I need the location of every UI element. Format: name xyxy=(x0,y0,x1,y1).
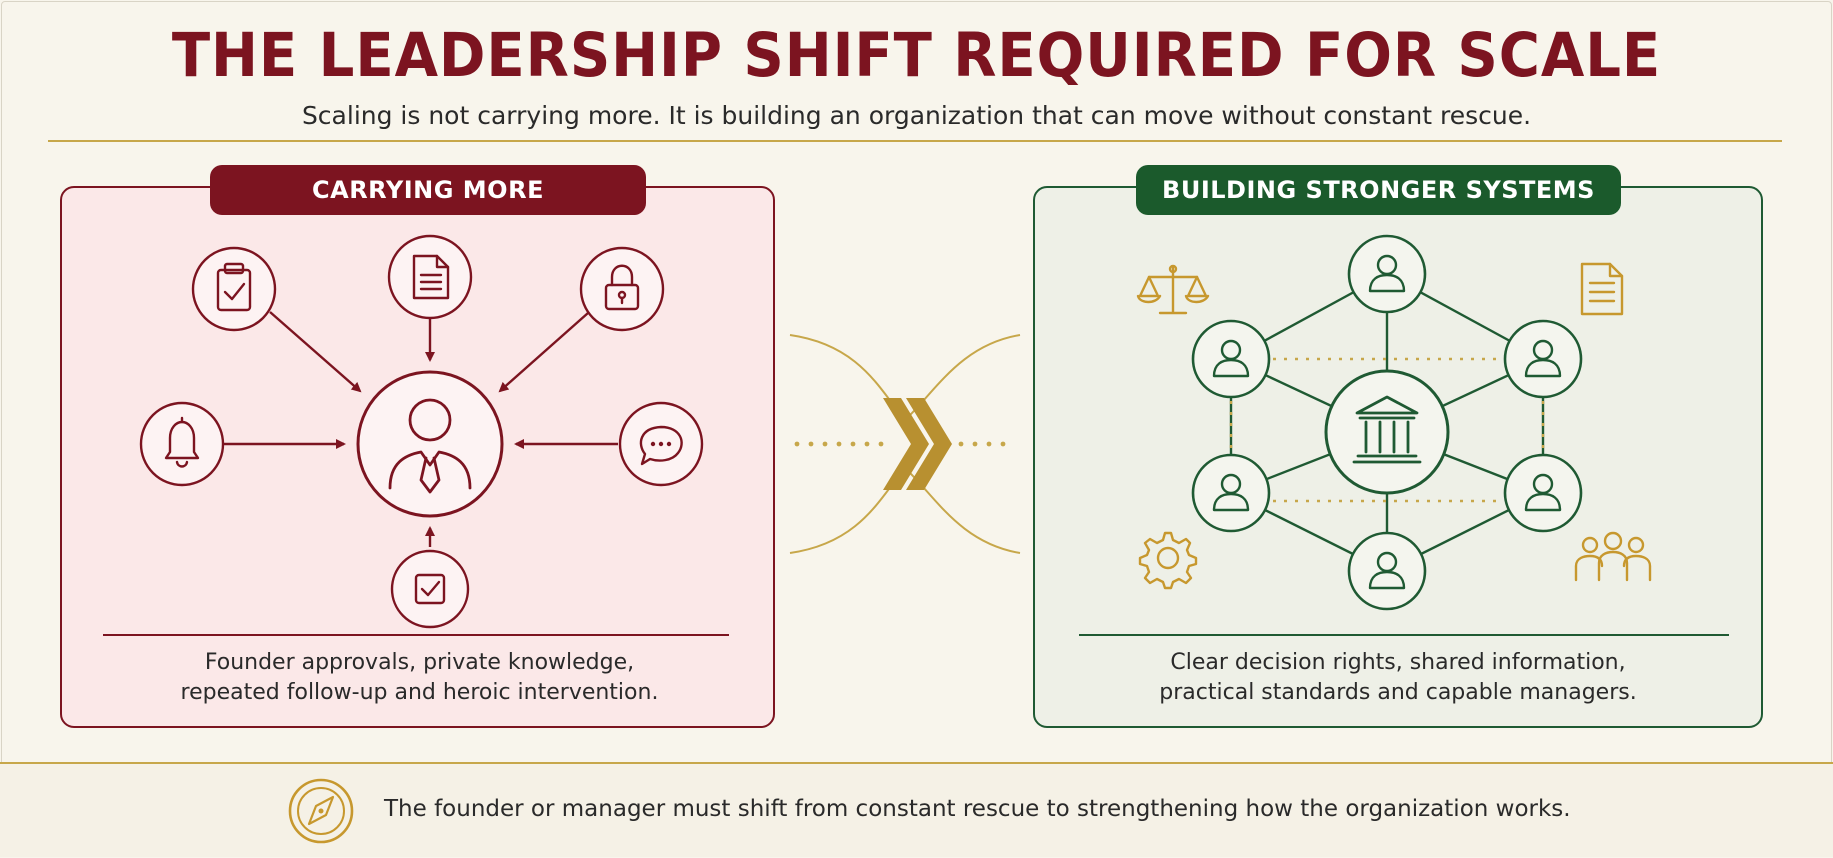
carrying-more-caption-line-2: repeated follow-up and heroic interventi… xyxy=(180,680,659,705)
bell-icon xyxy=(139,401,225,487)
left-arrows xyxy=(224,311,618,547)
scales-icon xyxy=(1136,264,1210,315)
building-systems-divider xyxy=(1079,634,1729,636)
person-node-top xyxy=(1347,234,1427,314)
building-systems-caption: Clear decision rights, shared informatio… xyxy=(1033,648,1763,708)
person-node-upper-right xyxy=(1503,319,1583,399)
footer-text: The founder or manager must shift from c… xyxy=(384,796,1571,822)
gear-icon xyxy=(1138,531,1198,590)
footer-compass xyxy=(288,778,354,844)
arrow-clipboard xyxy=(269,311,362,393)
arrow-lock xyxy=(498,312,589,393)
title-divider xyxy=(48,140,1782,142)
building-systems-caption-line-2: practical standards and capable managers… xyxy=(1159,680,1637,705)
lock-icon xyxy=(579,246,665,332)
carrying-more-caption-line-1: Founder approvals, private knowledge, xyxy=(204,650,635,675)
clipboard-check-icon xyxy=(191,246,277,332)
transition-dots xyxy=(794,441,1006,447)
footer-divider xyxy=(0,762,1833,764)
page-title: THE LEADERSHIP SHIFT REQUIRED FOR SCALE xyxy=(171,20,1662,91)
building-systems-header: BUILDING STRONGER SYSTEMS xyxy=(1136,165,1621,215)
document-icon xyxy=(1580,262,1624,316)
network-dotted-links xyxy=(1229,357,1545,503)
person-node-lower-right xyxy=(1503,453,1583,533)
team-icon xyxy=(1574,531,1652,582)
carrying-more-header: CARRYING MORE xyxy=(210,165,646,215)
person-node-lower-left xyxy=(1191,453,1271,533)
carrying-more-divider xyxy=(103,634,729,636)
leader-person-icon xyxy=(356,370,504,518)
building-systems-caption-line-1: Clear decision rights, shared informatio… xyxy=(1170,650,1626,675)
person-node-upper-left xyxy=(1191,319,1271,399)
checkbox-icon xyxy=(390,549,470,629)
compass-icon xyxy=(288,778,354,844)
person-node-bottom xyxy=(1347,531,1427,611)
document-icon xyxy=(387,234,473,320)
institution-building-icon xyxy=(1324,369,1450,495)
chat-bubble-icon xyxy=(618,401,704,487)
page-subtitle: Scaling is not carrying more. It is buil… xyxy=(301,101,1532,130)
double-chevron-right-icon xyxy=(883,398,952,490)
carrying-more-caption: Founder approvals, private knowledge, re… xyxy=(60,648,779,708)
